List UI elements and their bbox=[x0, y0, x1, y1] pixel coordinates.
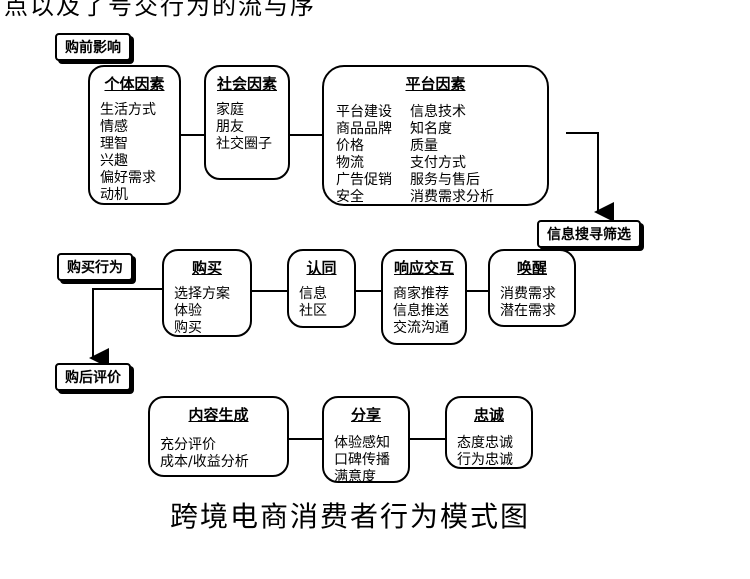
individual-factors-list: 生活方式 情感 理智 兴趣 偏好需求 动机 bbox=[90, 102, 179, 204]
list-item: 交流沟通 bbox=[393, 320, 449, 336]
platform-factors-title: 平台因素 bbox=[405, 75, 466, 93]
list-item: 口碑传播 bbox=[334, 452, 390, 468]
list-item: 态度忠诚 bbox=[457, 435, 513, 451]
content-generation-list: 充分评价 成本/收益分析 bbox=[150, 437, 287, 471]
individual-factors-title: 个体因素 bbox=[104, 75, 165, 93]
list-item: 信息技术 bbox=[410, 104, 466, 120]
figure-caption: 跨境电商消费者行为模式图 bbox=[169, 500, 530, 533]
list-item: 安全 bbox=[336, 189, 364, 205]
individual-factors-box: 个体因素 生活方式 情感 理智 兴趣 偏好需求 动机 bbox=[88, 65, 181, 205]
share-list: 体验感知 口碑传播 满意度 bbox=[324, 435, 408, 486]
list-item: 成本/收益分析 bbox=[160, 454, 249, 470]
list-item: 商品品牌 bbox=[336, 121, 392, 137]
platform-factors-col1: 平台建设 商品品牌 价格 物流 广告促销 安全 bbox=[336, 104, 392, 206]
list-item: 支付方式 bbox=[410, 155, 466, 171]
list-item: 行为忠诚 bbox=[457, 452, 513, 468]
list-item: 朋友 bbox=[216, 119, 244, 135]
respond-title: 响应交互 bbox=[393, 259, 454, 277]
stage-search-filter: 信息搜寻筛选 bbox=[537, 220, 641, 248]
social-factors-list: 家庭 朋友 社交圈子 bbox=[206, 102, 288, 153]
list-item: 偏好需求 bbox=[100, 170, 156, 186]
content-generation-title: 内容生成 bbox=[188, 406, 249, 424]
list-item: 选择方案 bbox=[174, 286, 230, 302]
list-item: 家庭 bbox=[216, 102, 244, 118]
share-box: 分享 体验感知 口碑传播 满意度 bbox=[322, 396, 410, 486]
list-item: 情感 bbox=[100, 119, 128, 135]
stage-purchase: 购买行为 bbox=[57, 253, 133, 281]
list-item: 信息 bbox=[299, 286, 327, 302]
list-item: 潜在需求 bbox=[500, 303, 556, 319]
list-item: 物流 bbox=[336, 155, 364, 171]
list-item: 兴趣 bbox=[100, 153, 128, 169]
list-item: 平台建设 bbox=[336, 104, 392, 120]
respond-box: 响应交互 商家推荐 信息推送 交流沟通 bbox=[381, 249, 467, 345]
list-item: 理智 bbox=[100, 136, 128, 152]
list-item: 生活方式 bbox=[100, 102, 156, 118]
list-item: 消费需求分析 bbox=[410, 189, 494, 205]
list-item: 动机 bbox=[100, 187, 128, 203]
awaken-title: 唤醒 bbox=[516, 259, 547, 277]
social-factors-title: 社会因素 bbox=[216, 75, 277, 93]
identify-list: 信息 社区 bbox=[289, 286, 354, 320]
list-item: 广告促销 bbox=[336, 172, 392, 188]
awaken-box: 唤醒 消费需求 潜在需求 bbox=[488, 249, 576, 327]
stage-post-purchase: 购后评价 bbox=[55, 363, 131, 391]
list-item: 质量 bbox=[410, 138, 438, 154]
loyalty-list: 态度忠诚 行为忠诚 bbox=[447, 435, 531, 469]
list-item: 服务与售后 bbox=[410, 172, 480, 188]
awaken-list: 消费需求 潜在需求 bbox=[490, 286, 574, 320]
list-item: 知名度 bbox=[410, 121, 452, 137]
list-item: 满意度 bbox=[334, 469, 376, 485]
identify-title: 认同 bbox=[306, 259, 337, 277]
list-item: 体验感知 bbox=[334, 435, 390, 451]
stage-pre-purchase: 购前影响 bbox=[55, 33, 131, 61]
list-item: 价格 bbox=[336, 138, 364, 154]
purchase-title: 购买 bbox=[191, 259, 222, 277]
platform-factors-columns: 平台建设 商品品牌 价格 物流 广告促销 安全 信息技术 知名度 质量 支付方式… bbox=[324, 104, 547, 206]
identify-box: 认同 信息 社区 bbox=[287, 249, 356, 328]
platform-factors-col2: 信息技术 知名度 质量 支付方式 服务与售后 消费需求分析 bbox=[410, 104, 494, 206]
content-generation-box: 内容生成 充分评价 成本/收益分析 bbox=[148, 396, 289, 477]
share-title: 分享 bbox=[350, 406, 381, 424]
list-item: 社区 bbox=[299, 303, 327, 319]
respond-list: 商家推荐 信息推送 交流沟通 bbox=[383, 286, 465, 337]
purchase-list: 选择方案 体验 购买 bbox=[164, 286, 250, 337]
loyalty-box: 忠诚 态度忠诚 行为忠诚 bbox=[445, 396, 533, 469]
top-cut-text: 点以及了号交行为的流与序 bbox=[4, 0, 316, 20]
list-item: 购买 bbox=[174, 320, 202, 336]
loyalty-title: 忠诚 bbox=[473, 406, 504, 424]
purchase-box: 购买 选择方案 体验 购买 bbox=[162, 249, 252, 337]
list-item: 社交圈子 bbox=[216, 136, 272, 152]
list-item: 商家推荐 bbox=[393, 286, 449, 302]
list-item: 体验 bbox=[174, 303, 202, 319]
list-item: 消费需求 bbox=[500, 286, 556, 302]
platform-factors-box: 平台因素 平台建设 商品品牌 价格 物流 广告促销 安全 信息技术 知名度 质量… bbox=[322, 65, 549, 206]
list-item: 信息推送 bbox=[393, 303, 449, 319]
social-factors-box: 社会因素 家庭 朋友 社交圈子 bbox=[204, 65, 290, 180]
list-item: 充分评价 bbox=[160, 437, 216, 453]
